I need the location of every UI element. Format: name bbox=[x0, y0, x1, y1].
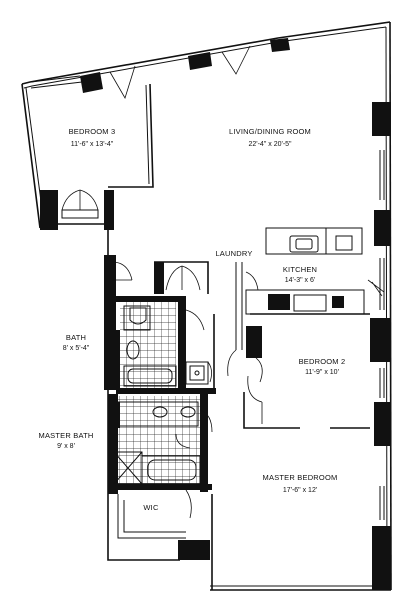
bath-label: BATH bbox=[66, 333, 86, 342]
entry-closet bbox=[104, 255, 209, 390]
master-bedroom-label: MASTER BEDROOM bbox=[263, 473, 338, 482]
master-bath: MASTER BATH 9' x 8' bbox=[39, 392, 213, 494]
kitchen-label: KITCHEN bbox=[283, 265, 317, 274]
master-bath-dimensions: 9' x 8' bbox=[57, 443, 75, 450]
living-dining-room: LIVING/DINING ROOM 22'-4" x 20'-5" bbox=[229, 127, 311, 148]
bath: BATH 8' x 5'-4" bbox=[63, 296, 216, 394]
bedroom2-dimensions: 11'-9" x 10' bbox=[305, 369, 339, 376]
bedroom-3: BEDROOM 3 11'-6" x 13'-4" bbox=[40, 83, 154, 230]
master-bedroom-dimensions: 17'-6" x 12' bbox=[283, 487, 317, 494]
kitchen: KITCHEN 14'-3" x 6' bbox=[245, 227, 365, 315]
master-bath-label: MASTER BATH bbox=[39, 431, 94, 440]
master-bedroom: MASTER BEDROOM 17'-6" x 12' bbox=[211, 473, 338, 590]
bedroom3-dimensions: 11'-6" x 13'-4" bbox=[71, 141, 114, 148]
kitchen-dimensions: 14'-3" x 6' bbox=[285, 277, 315, 284]
bedroom-2: BEDROOM 2 11'-9" x 10' bbox=[213, 313, 370, 429]
laundry-label: LAUNDRY bbox=[215, 249, 252, 258]
bath-dimensions: 8' x 5'-4" bbox=[63, 345, 90, 352]
bedroom3-label: BEDROOM 3 bbox=[69, 127, 116, 136]
top-wall-features bbox=[30, 38, 290, 99]
bedroom2-label: BEDROOM 2 bbox=[299, 357, 346, 366]
living-dining-label: LIVING/DINING ROOM bbox=[229, 127, 311, 136]
living-dining-dimensions: 22'-4" x 20'-5" bbox=[248, 141, 292, 148]
right-wall-features bbox=[367, 102, 391, 590]
laundry: LAUNDRY bbox=[215, 249, 252, 377]
walk-in-closet: WIC bbox=[117, 489, 210, 560]
wic-label: WIC bbox=[143, 503, 159, 512]
